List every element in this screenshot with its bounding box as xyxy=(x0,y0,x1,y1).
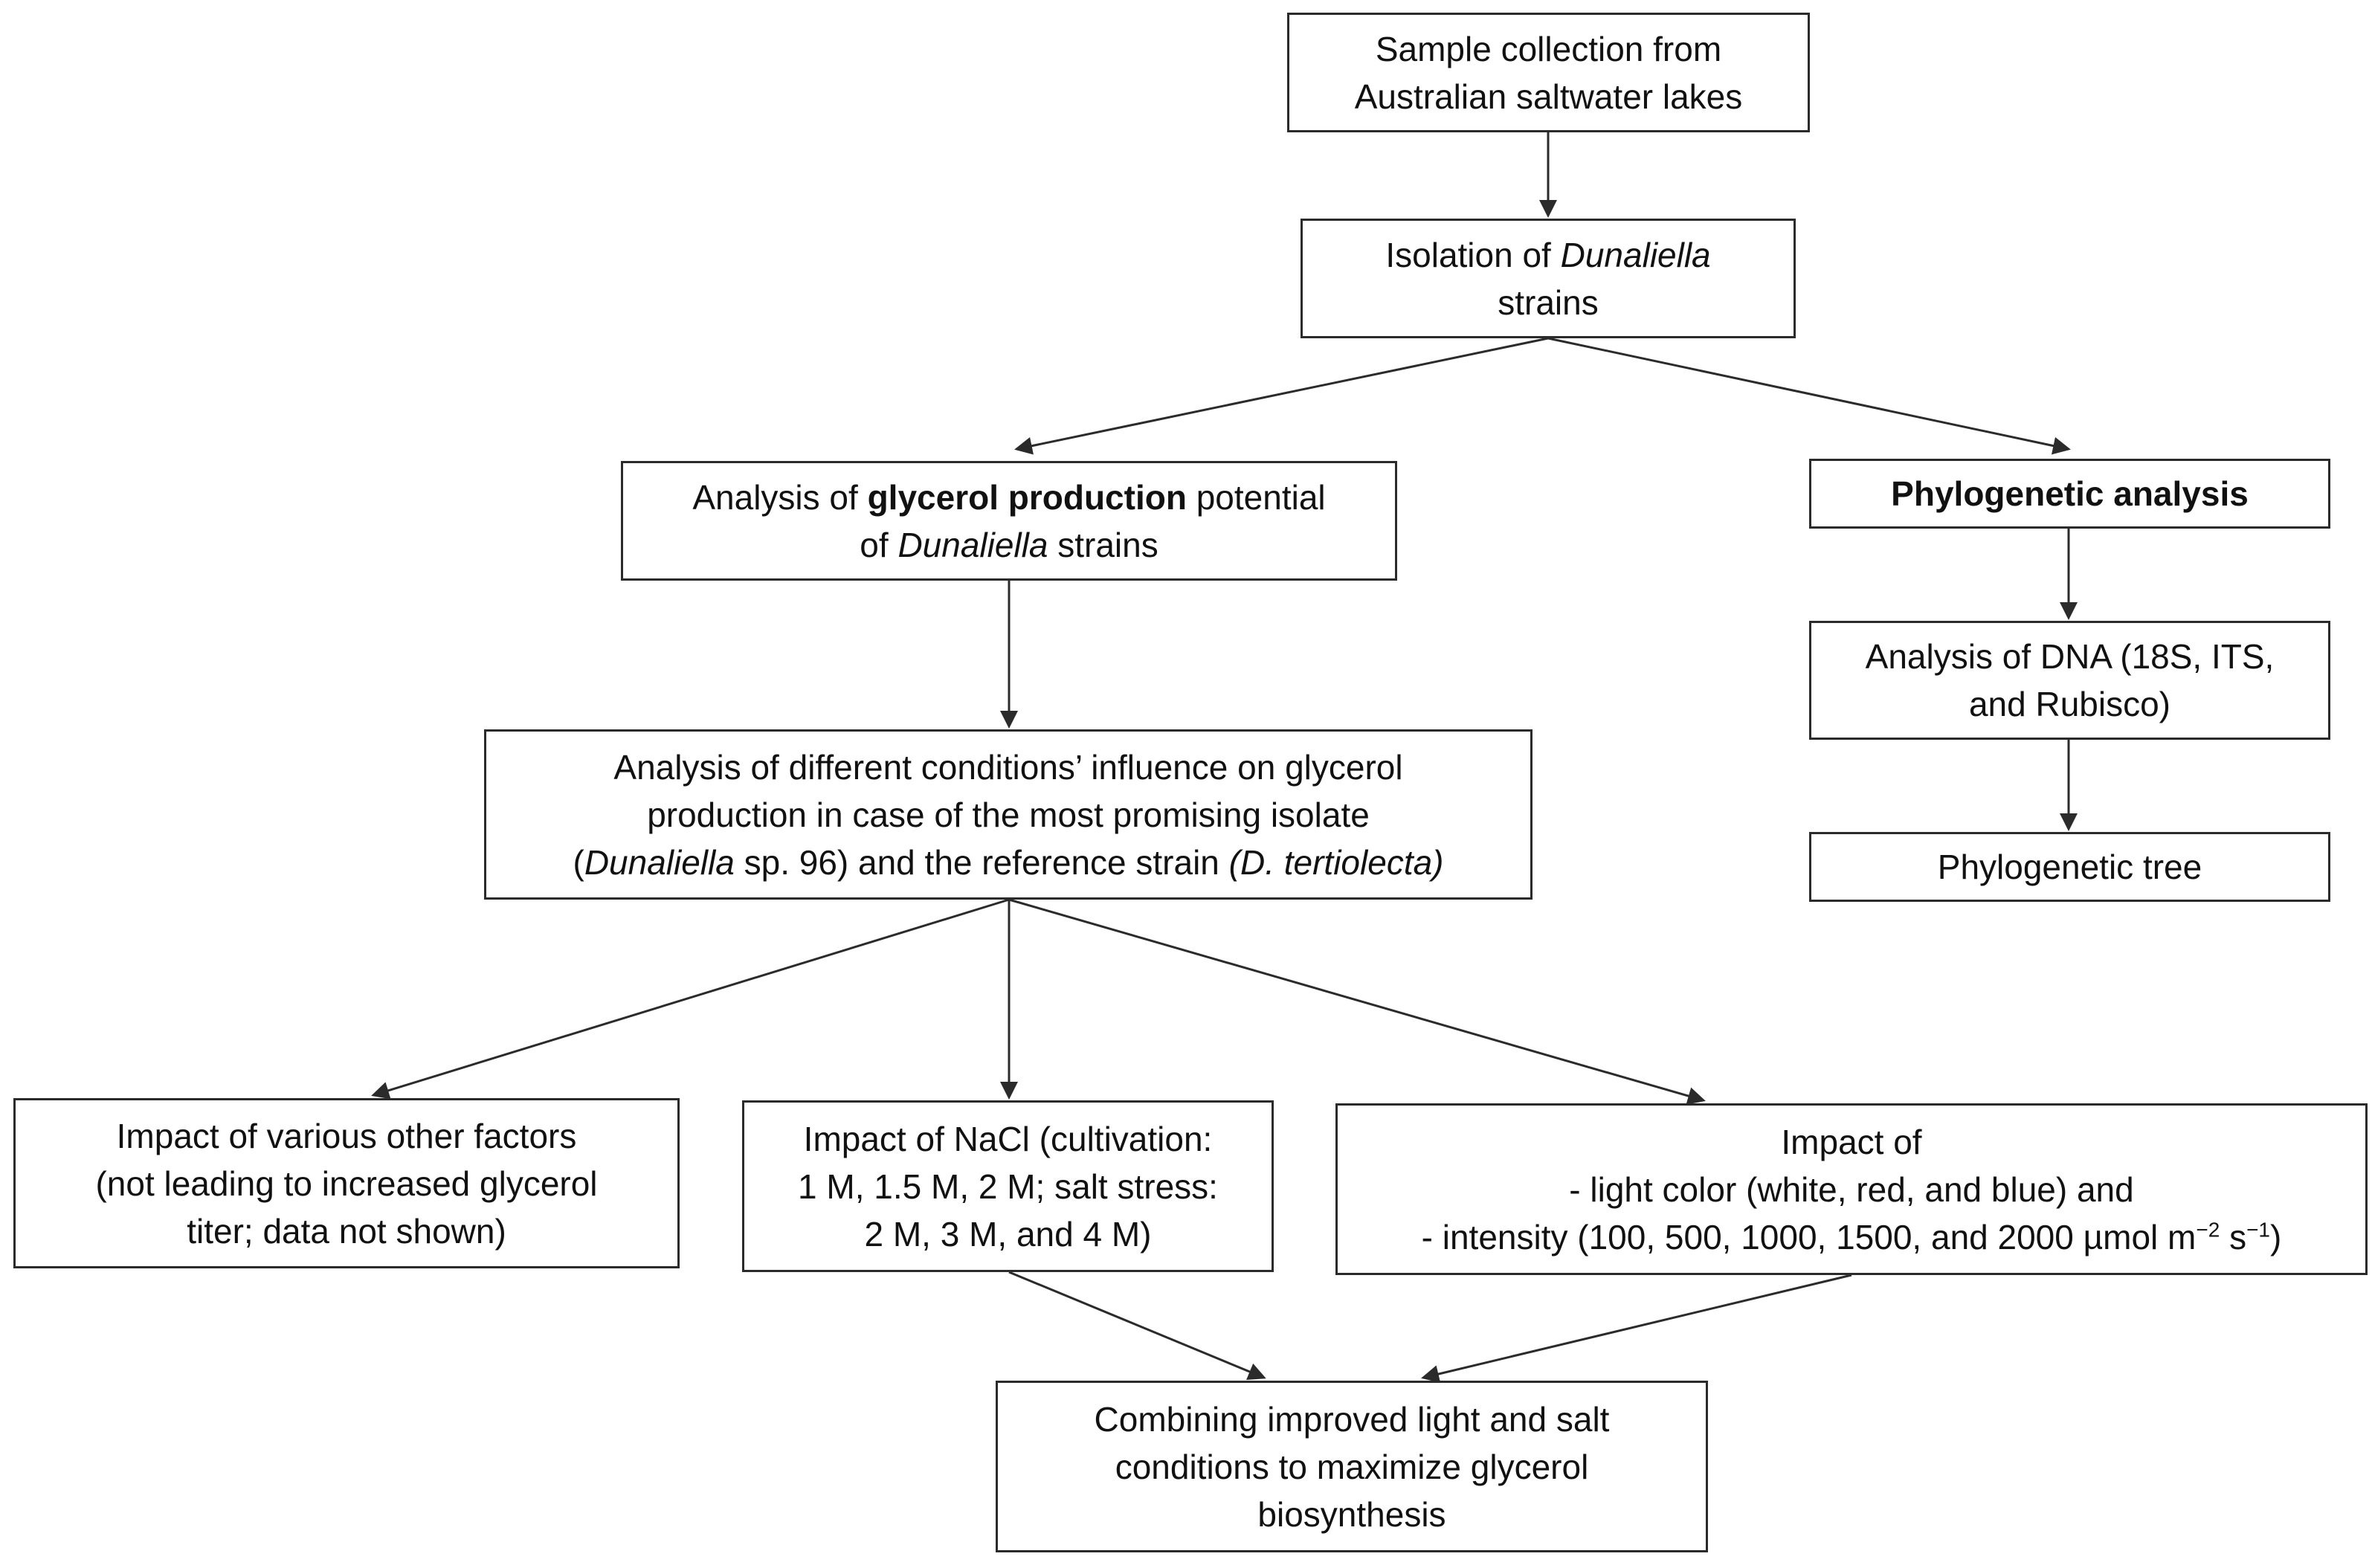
node-nacl-line1: Impact of NaCl (cultivation: xyxy=(803,1119,1213,1158)
arrow-isolation-to-glycerol xyxy=(1014,337,1549,455)
node-dna-analysis: Analysis of DNA (18S, ITS, and Rubisco) xyxy=(1809,621,2330,740)
node-dna-analysis-line2: and Rubisco) xyxy=(1968,685,2171,723)
node-glycerol-potential: Analysis of glycerol production potentia… xyxy=(621,461,1397,581)
node-light-line2: - light color (white, red, and blue) and xyxy=(1569,1169,2134,1209)
node-isolation-line1: Isolation of Dunaliella xyxy=(1385,235,1711,274)
node-nacl-line2: 1 M, 1.5 M, 2 M; salt stress: xyxy=(798,1167,1218,1206)
node-light-line3: - intensity (100, 500, 1000, 1500, and 2… xyxy=(1421,1217,2282,1256)
node-other-factors: Impact of various other factors (not lea… xyxy=(13,1098,680,1268)
arrow-isolation-to-phylogenetic xyxy=(1547,337,2071,455)
node-dna-analysis-line1: Analysis of DNA (18S, ITS, xyxy=(1865,637,2275,676)
node-conditions-line1: Analysis of different conditions’ influe… xyxy=(613,747,1403,787)
node-other-factors-line3: titer; data not shown) xyxy=(187,1211,506,1251)
arrow-nacl-to-combining xyxy=(1008,1271,1266,1381)
node-nacl: Impact of NaCl (cultivation: 1 M, 1.5 M,… xyxy=(742,1100,1274,1272)
node-combining-line2: conditions to maximize glycerol xyxy=(1115,1447,1589,1486)
node-phylogenetic-tree-label: Phylogenetic tree xyxy=(1937,848,2202,886)
node-sample-collection: Sample collection from Australian saltwa… xyxy=(1287,13,1810,132)
node-light-line1: Impact of xyxy=(1781,1122,1922,1161)
node-isolation: Isolation of Dunaliella strains xyxy=(1301,219,1796,338)
node-nacl-line3: 2 M, 3 M, and 4 M) xyxy=(864,1214,1152,1254)
arrow-conditions-to-light xyxy=(1008,898,1706,1105)
arrow-light-to-combining xyxy=(1421,1274,1852,1383)
node-phylogenetic-tree: Phylogenetic tree xyxy=(1809,832,2330,902)
node-sample-collection-line2: Australian saltwater lakes xyxy=(1354,77,1743,116)
node-other-factors-line1: Impact of various other factors xyxy=(116,1116,577,1155)
node-combining-line1: Combining improved light and salt xyxy=(1094,1399,1610,1439)
node-conditions: Analysis of different conditions’ influe… xyxy=(484,729,1533,900)
node-phylogenetic-analysis: Phylogenetic analysis xyxy=(1809,459,2330,529)
node-conditions-line3: (Dunaliella sp. 96) and the reference st… xyxy=(573,842,1444,882)
node-combining: Combining improved light and salt condit… xyxy=(996,1381,1708,1552)
node-light: Impact of - light color (white, red, and… xyxy=(1335,1103,2368,1275)
node-other-factors-line2: (not leading to increased glycerol xyxy=(95,1164,598,1203)
node-glycerol-potential-line2: of Dunaliella strains xyxy=(860,525,1158,564)
node-conditions-line2: production in case of the most promising… xyxy=(647,795,1370,834)
node-combining-line3: biosynthesis xyxy=(1257,1494,1446,1534)
node-phylogenetic-analysis-label: Phylogenetic analysis xyxy=(1891,474,2249,513)
node-glycerol-potential-line1: Analysis of glycerol production potentia… xyxy=(692,477,1326,517)
arrow-conditions-to-other xyxy=(371,898,1010,1100)
node-isolation-line2: strains xyxy=(1498,283,1599,322)
node-sample-collection-line1: Sample collection from xyxy=(1375,29,1722,68)
